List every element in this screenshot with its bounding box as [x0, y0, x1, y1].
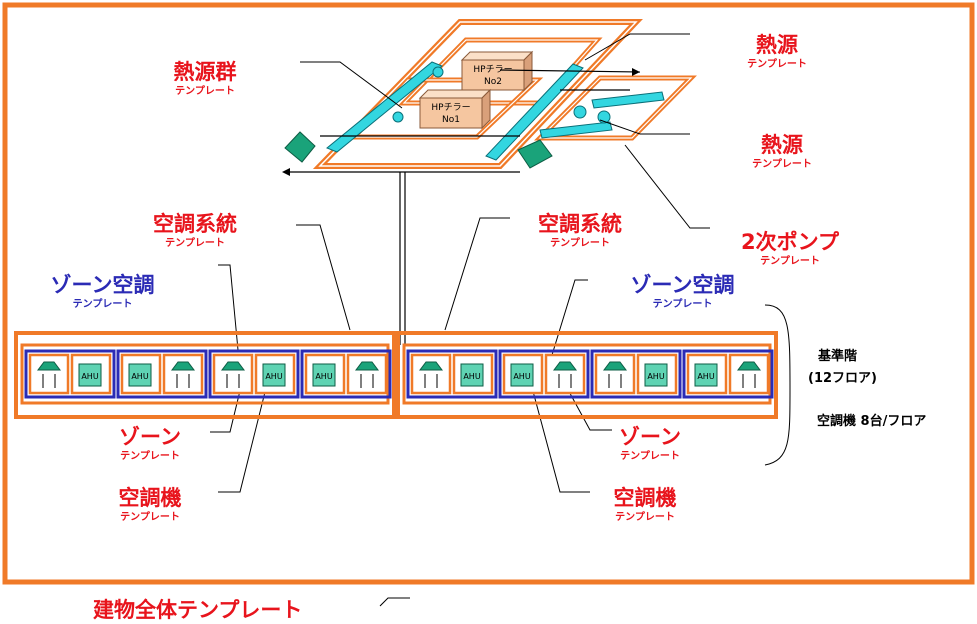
zone-hvac-right-title: ゾーン空調 [630, 273, 735, 297]
diffuser-icon [355, 361, 379, 371]
label-zone-hvac-right: ゾーン空調 テンプレート [615, 275, 750, 310]
ahu-box [128, 363, 152, 387]
secondary-pump-title: 2次ポンプ [741, 230, 839, 254]
diffuser-icon [171, 361, 195, 371]
zone-hvac-box [116, 349, 208, 399]
diffuser-icon [37, 361, 61, 371]
ahu-label: AHU [265, 372, 282, 381]
heat-source-1-sub: テンプレート [747, 59, 807, 70]
zone-hvac-box [498, 349, 590, 399]
chiller-no2-number: No2 [484, 77, 502, 87]
heat-source-group-title: 熱源群 [173, 60, 237, 84]
ahu-left-sub: テンプレート [120, 512, 180, 523]
diffuser-icon [221, 361, 245, 371]
diffuser-icon [419, 361, 443, 371]
zone-right-title: ゾーン [619, 425, 681, 449]
unit-box [162, 353, 204, 395]
chiller-no1-number: No1 [442, 115, 460, 125]
heat-source-2-title: 熱源 [761, 133, 803, 157]
leader-lines [210, 33, 791, 607]
unit-box [410, 353, 452, 395]
main-piping [290, 69, 641, 345]
secondary-pump-sub: テンプレート [760, 256, 820, 267]
label-ahu-right: 空調機 テンプレート [590, 488, 700, 523]
ahu-label: AHU [131, 372, 148, 381]
ahu-box [78, 363, 102, 387]
ahu-right-sub: テンプレート [615, 512, 675, 523]
label-ahu-system-right: 空調系統 テンプレート [525, 214, 635, 249]
diffuser-icon [603, 361, 627, 371]
unit-box [28, 353, 70, 395]
unit-box [686, 353, 728, 395]
zone-units: AHU AHU AHU AHU AHU AHU AHU AHU [24, 349, 774, 399]
note-floor-count: (12フロア) [808, 371, 877, 386]
unit-box [212, 353, 254, 395]
ahu-label: AHU [81, 372, 98, 381]
label-heat-source-group: 熱源群 テンプレート [160, 62, 250, 97]
zone-hvac-left-title: ゾーン空調 [50, 273, 155, 297]
diffuser-icon [737, 361, 761, 371]
zone-hvac-left-sub: テンプレート [72, 299, 133, 310]
ahu-label: AHU [697, 372, 714, 381]
unit-box [254, 353, 296, 395]
zone-hvac-box [590, 349, 682, 399]
unit-box [70, 353, 112, 395]
zone-hvac-right-sub: テンプレート [652, 299, 713, 310]
ahu-label: AHU [315, 372, 332, 381]
ahu-label: AHU [463, 372, 480, 381]
label-ahu-system-left: 空調系統 テンプレート [140, 214, 250, 249]
building-template-title: 建物全体テンプレート [93, 598, 303, 622]
ahu-system-right-sub: テンプレート [550, 238, 610, 249]
zone-left-sub: テンプレート [120, 451, 180, 462]
chiller-no2: HPチラー No2 [460, 50, 534, 92]
zone-hvac-box [208, 349, 300, 399]
diffuser-icon [553, 361, 577, 371]
ahu-box [460, 363, 484, 387]
ahu-box [644, 363, 668, 387]
label-heat-source-2: 熱源 テンプレート [742, 135, 822, 170]
label-heat-source-1: 熱源 テンプレート [737, 35, 817, 70]
ahu-box [262, 363, 286, 387]
chiller-no2-label: HPチラー [473, 64, 512, 75]
zone-left-title: ゾーン [119, 425, 181, 449]
unit-box [594, 353, 636, 395]
chiller-no1-label: HPチラー [431, 102, 470, 113]
chiller-no1: HPチラー No1 [418, 88, 492, 130]
label-zone-right: ゾーン テンプレート [595, 427, 705, 462]
unit-box [728, 353, 770, 395]
ahu-box [694, 363, 718, 387]
ahu-left-title: 空調機 [118, 486, 182, 510]
label-ahu-left: 空調機 テンプレート [95, 488, 205, 523]
building-frame [2, 2, 975, 585]
ahu-system-left-sub: テンプレート [165, 238, 225, 249]
ahu-label: AHU [513, 372, 530, 381]
label-secondary-pump: 2次ポンプ テンプレート [735, 232, 845, 267]
zone-hvac-box [300, 349, 392, 399]
expansion-tank-left [284, 131, 316, 163]
ahu-right-title: 空調機 [613, 486, 677, 510]
note-ahu-per-floor: 空調機 8台/フロア [817, 414, 927, 429]
ahu-box [312, 363, 336, 387]
heat-source-group-sub: テンプレート [175, 86, 235, 97]
heat-source-2-sub: テンプレート [752, 159, 812, 170]
ahu-system-left-title: 空調系統 [153, 212, 237, 236]
zone-hvac-box [24, 349, 116, 399]
floor-frames [14, 331, 778, 419]
heat-source-1-title: 熱源 [756, 33, 798, 57]
ahu-system-right-title: 空調系統 [538, 212, 622, 236]
expansion-tank-right [517, 139, 553, 169]
ahu-label: AHU [647, 372, 664, 381]
unit-box [346, 353, 388, 395]
zone-hvac-box [406, 349, 498, 399]
label-zone-left: ゾーン テンプレート [95, 427, 205, 462]
zone-hvac-box [682, 349, 774, 399]
label-zone-hvac-left: ゾーン空調 テンプレート [35, 275, 170, 310]
unit-box [544, 353, 586, 395]
note-standard-floor: 基準階 [818, 349, 858, 364]
zone-right-sub: テンプレート [620, 451, 680, 462]
ahu-box [510, 363, 534, 387]
